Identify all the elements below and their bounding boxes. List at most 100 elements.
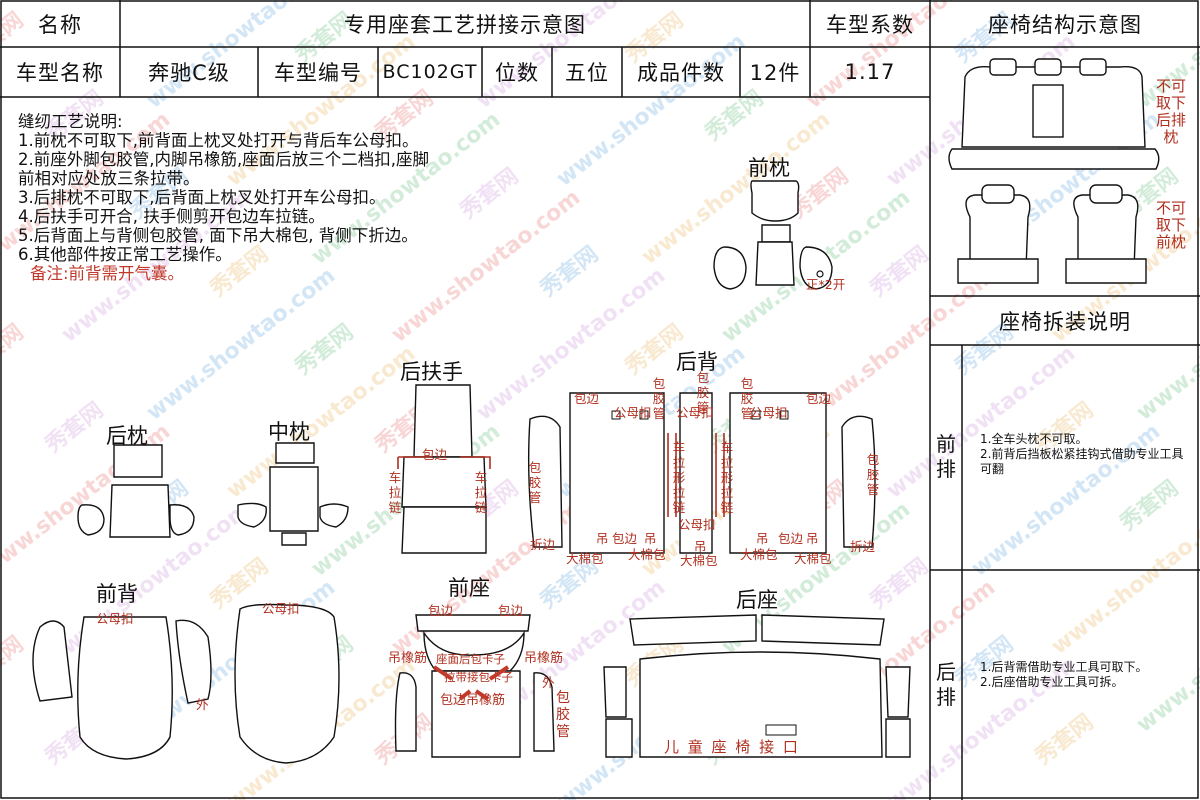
rear-headrest-pieces xyxy=(77,444,195,538)
seat-structure-illustration xyxy=(948,58,1160,284)
pattern-pieces xyxy=(32,180,911,764)
part-tag: 包边 xyxy=(778,531,804,546)
part-tag: 包边 xyxy=(422,447,448,462)
part-tag: 包胶管 xyxy=(866,452,880,497)
part-tag: 包边 xyxy=(428,603,454,618)
part-title: 前枕 xyxy=(748,156,790,180)
notes-title: 缝纫工艺说明: xyxy=(18,112,123,131)
rear-seat-pieces xyxy=(603,614,911,758)
part-tag: 公母扣 xyxy=(678,517,716,532)
front-removal-notes: 1.全车头枕不可取。 2.前背后挡板松紧挂钩式借助专业工具可翻 xyxy=(980,432,1190,477)
notes-item: 1.前枕不可取下,前背面上枕叉处打开与背后车公母扣。 xyxy=(18,131,419,150)
part-title: 后扶手 xyxy=(400,360,463,384)
rear-headrest xyxy=(1079,58,1107,76)
front-headrest xyxy=(981,184,1015,204)
rear-headrest xyxy=(1034,58,1062,76)
part-tag: 车拉链 xyxy=(474,470,488,515)
part-tag: 包边 xyxy=(574,391,600,406)
part-tag: 吊 xyxy=(644,531,657,546)
part-tag: 吊橡筋 xyxy=(524,651,564,666)
part-title: 后座 xyxy=(736,588,778,612)
part-tag: 包胶管 xyxy=(652,376,666,421)
part-tag: 公母扣 xyxy=(614,405,652,420)
part-tag: 包边 xyxy=(498,603,524,618)
rear-bench-cushion xyxy=(948,148,1160,170)
part-title: 前背 xyxy=(96,582,138,606)
front-back-pieces xyxy=(32,603,340,764)
part-tag: 包边 xyxy=(806,391,832,406)
part-title: 后枕 xyxy=(106,424,148,448)
part-tag: 包边吊橡筋 xyxy=(440,693,506,708)
part-tag: 折边 xyxy=(530,537,556,552)
front-seat-arrows xyxy=(432,665,510,701)
part-tag: 公母扣 xyxy=(262,601,300,616)
part-tag: 公母扣 xyxy=(676,405,714,420)
model-name-label: 车型名称 xyxy=(16,61,104,85)
part-tag: 外 xyxy=(542,675,555,690)
part-tag: 吊 xyxy=(694,539,707,554)
pieces-value: 12件 xyxy=(749,61,801,85)
notes-item: 2.前座外脚包胶管,内脚吊橡筋,座面后放三个二档扣,座脚 xyxy=(18,150,429,169)
rear-structure-note: 不可取下后排枕 xyxy=(1155,77,1186,146)
part-tag: 包胶管 xyxy=(528,460,542,505)
part-tag: 大棉包 xyxy=(680,553,718,568)
front-headrest-pieces xyxy=(713,180,833,290)
part-tag: 大棉包 xyxy=(566,551,604,566)
part-tag: 包胶管 xyxy=(556,690,570,740)
pieces-label: 成品件数 xyxy=(637,61,725,85)
name-label: 名称 xyxy=(38,12,82,37)
notes-item: 5.后背面上与背侧包胶管, 面下吊大棉包, 背侧下折边。 xyxy=(18,226,418,245)
removal-item: 1.全车头枕不可取。 xyxy=(980,432,1088,446)
rear-headrest xyxy=(989,58,1017,76)
part-title: 前座 xyxy=(448,576,490,600)
part-tag: 包边 xyxy=(612,531,638,546)
part-tag: 车拉形拉链 xyxy=(720,440,734,515)
notes-item: 前相对应处放三条拉带。 xyxy=(18,169,200,188)
model-name-value: 奔驰C级 xyxy=(148,61,230,85)
part-tag: 正*2开 xyxy=(806,277,846,292)
removal-item: 2.前背后挡板松紧挂钩式借助专业工具可翻 xyxy=(980,447,1184,476)
part-title: 中枕 xyxy=(268,420,310,444)
sewing-notes: 缝纫工艺说明: 1.前枕不可取下,前背面上枕叉处打开与背后车公母扣。 2.前座外… xyxy=(18,112,618,283)
rear-removal-notes: 1.后背需借助专业工具可取下。 2.后座借助专业工具可拆。 xyxy=(980,660,1190,690)
front-seat-right-cushion xyxy=(1065,258,1147,284)
front-row-label: 前排 xyxy=(936,432,956,481)
notes-remark: 备注:前背需开气囊。 xyxy=(30,264,185,283)
part-tag: 大棉包 xyxy=(794,551,832,566)
front-seat-right-back xyxy=(1073,194,1139,270)
rear-back-pieces xyxy=(527,392,876,554)
part-tag: 包胶管 xyxy=(740,376,754,421)
part-tag: 吊 xyxy=(596,531,609,546)
part-tag: 公母扣 xyxy=(750,405,788,420)
part-tag: 大棉包 xyxy=(740,547,778,562)
coef-label: 车型系数 xyxy=(826,12,914,37)
seats-label: 位数 xyxy=(495,61,539,85)
part-tag: 吊 xyxy=(756,531,769,546)
front-structure-note: 不可取下前枕 xyxy=(1155,199,1186,251)
notes-item: 6.其他部件按正常工艺操作。 xyxy=(18,245,232,264)
part-tag: 车拉链 xyxy=(388,470,402,515)
notes-item: 3.后排枕不可取下,后背面上枕叉处打开车公母扣。 xyxy=(18,188,386,207)
removal-item: 2.后座借助专业工具可拆。 xyxy=(980,675,1124,689)
front-headrest xyxy=(1089,184,1123,204)
removal-title: 座椅拆装说明 xyxy=(999,309,1131,334)
front-seat-left-cushion xyxy=(957,258,1039,284)
model-code-value: BC102GT xyxy=(382,61,478,83)
removal-item: 1.后背需借助专业工具可取下。 xyxy=(980,660,1148,674)
rear-row-label: 后排 xyxy=(936,660,956,709)
model-code-label: 车型编号 xyxy=(274,61,362,85)
part-tag: 吊 xyxy=(806,531,819,546)
front-seat-pieces xyxy=(394,614,555,758)
part-tag: 吊橡筋 xyxy=(388,651,428,666)
notes-item: 4.后扶手可开合, 扶手侧剪开包边车拉链。 xyxy=(18,207,325,226)
sheet-title: 专用座套工艺拼接示意图 xyxy=(344,12,586,37)
coef-value: 1.17 xyxy=(844,60,896,84)
part-tag: 公母扣 xyxy=(96,611,134,626)
seats-value: 五位 xyxy=(565,61,609,85)
part-tag: 座面后包卡子 xyxy=(436,652,505,666)
part-tag: 折边 xyxy=(850,539,876,554)
mid-headrest-pieces xyxy=(237,442,349,546)
part-tag: 大棉包 xyxy=(628,547,666,562)
